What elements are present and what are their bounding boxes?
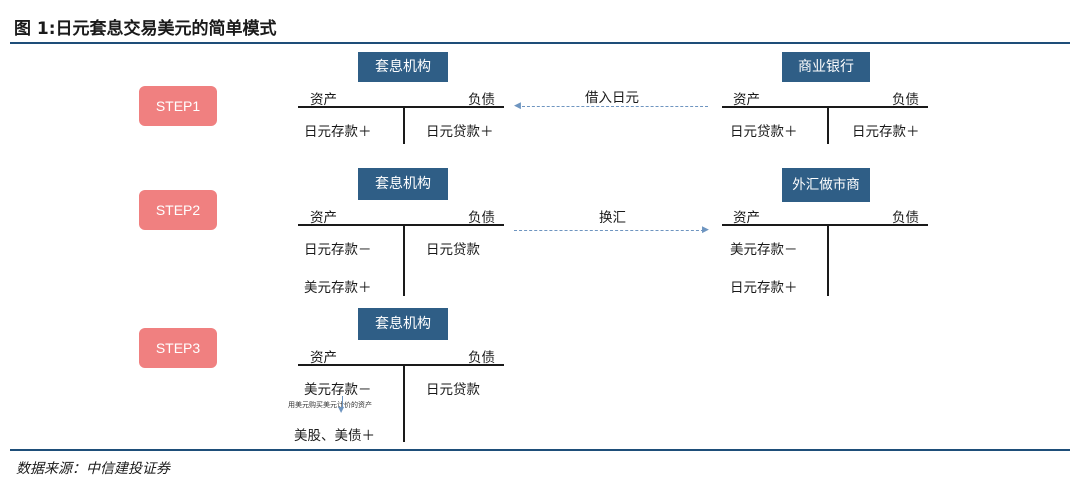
step1-left-liabilities-header: 负债 <box>468 92 495 108</box>
step2-left-t-vertical <box>403 224 405 296</box>
bottom-rule <box>10 449 1070 451</box>
step3-left-asset-item-1: 美元存款－ <box>304 382 372 398</box>
step2-left-assets-header: 资产 <box>310 210 337 226</box>
step1-right-liabilities-header: 负债 <box>892 92 919 108</box>
step3-arbitrage-box: 套息机构 <box>358 308 448 340</box>
step2-arbitrage-box: 套息机构 <box>358 168 448 200</box>
step1-left-assets-header: 资产 <box>310 92 337 108</box>
step3-left-assets-header: 资产 <box>310 350 337 366</box>
top-rule <box>10 42 1070 44</box>
step2-right-assets-header: 资产 <box>733 210 760 226</box>
step3-left-asset-item-2: 美股、美债＋ <box>294 428 375 444</box>
step1-left-t-vertical <box>403 106 405 144</box>
step3-badge: STEP3 <box>139 328 217 368</box>
step1-right-assets-header: 资产 <box>733 92 760 108</box>
step3-left-t-horizontal <box>298 364 504 366</box>
step1-arbitrage-box: 套息机构 <box>358 52 448 82</box>
step2-left-liabilities-header: 负债 <box>468 210 495 226</box>
step3-left-liability-item: 日元贷款 <box>426 382 480 398</box>
step1-left-t-horizontal <box>298 106 504 108</box>
arrow-down-icon: ▼ <box>338 405 345 414</box>
step1-right-t-vertical <box>827 106 829 144</box>
step3-note-arrow-line <box>342 396 343 409</box>
step1-dashed-arrow <box>522 106 708 107</box>
step2-right-liabilities-header: 负债 <box>892 210 919 226</box>
step1-right-t-horizontal <box>722 106 928 108</box>
step3-left-t-vertical <box>403 364 405 442</box>
source-note: 数据来源：中信建投证券 <box>16 461 170 477</box>
step1-right-liability-item: 日元存款＋ <box>852 124 920 140</box>
arrow-left-icon: ◀ <box>514 101 521 111</box>
step2-left-asset-item-1: 日元存款－ <box>304 242 372 258</box>
step1-arrow-label: 借入日元 <box>585 90 639 106</box>
step2-dashed-arrow <box>514 230 704 231</box>
step1-left-liability-item: 日元贷款＋ <box>426 124 494 140</box>
step3-purchase-note: 用美元购买美元计价的资产 <box>288 401 372 409</box>
step2-left-asset-item-2: 美元存款＋ <box>304 280 372 296</box>
figure-title: 图 1:日元套息交易美元的简单模式 <box>14 19 277 39</box>
step2-right-asset-item-2: 日元存款＋ <box>730 280 798 296</box>
step1-right-asset-item: 日元贷款＋ <box>730 124 798 140</box>
step2-arrow-label: 换汇 <box>599 210 626 226</box>
step2-right-t-horizontal <box>722 224 928 226</box>
step2-left-t-horizontal <box>298 224 504 226</box>
step1-bank-box: 商业银行 <box>782 52 870 82</box>
step2-right-t-vertical <box>827 224 829 296</box>
arrow-right-icon: ▶ <box>702 225 709 235</box>
step2-right-asset-item-1: 美元存款－ <box>730 242 798 258</box>
step2-badge: STEP2 <box>139 190 217 230</box>
step3-left-liabilities-header: 负债 <box>468 350 495 366</box>
step1-badge: STEP1 <box>139 86 217 126</box>
step2-left-liability-item: 日元贷款 <box>426 242 480 258</box>
step1-left-asset-item: 日元存款＋ <box>304 124 372 140</box>
step2-fx-dealer-box: 外汇做市商 <box>782 168 870 202</box>
